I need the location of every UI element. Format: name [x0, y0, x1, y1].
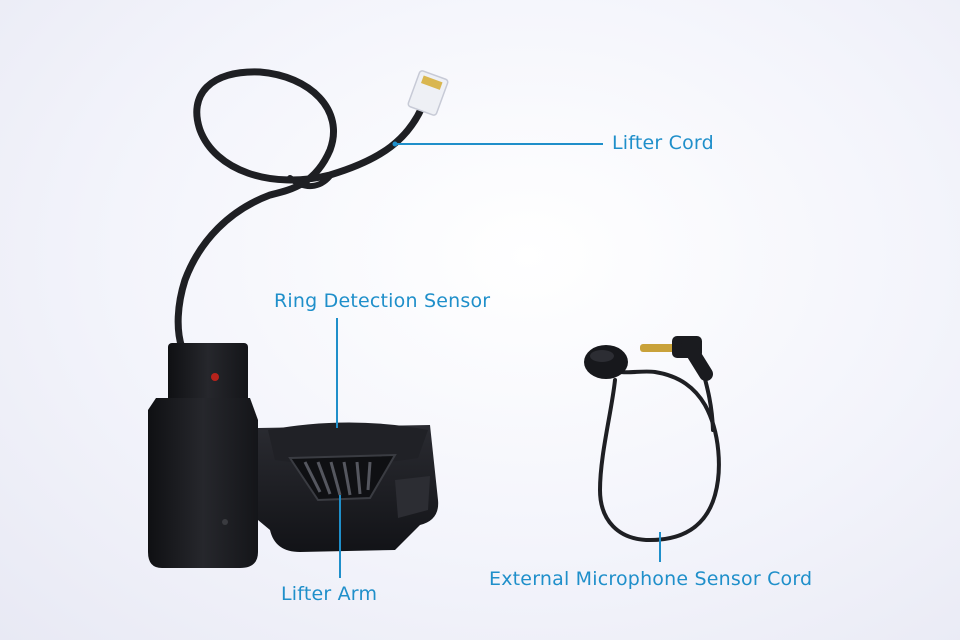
callout-lines [336, 141, 661, 578]
microphone-sensor-cord [597, 358, 721, 543]
lifter-body [148, 343, 258, 568]
lifter-cord [174, 68, 429, 352]
label-ring-detection-sensor: Ring Detection Sensor [274, 290, 491, 312]
label-lifter-arm: Lifter Arm [281, 583, 378, 605]
lifter-arm [258, 422, 439, 552]
label-external-microphone-sensor-cord: External Microphone Sensor Cord [489, 568, 813, 590]
microphone-sensor [584, 345, 628, 379]
label-lifter-cord: Lifter Cord [612, 132, 714, 154]
led-indicator [211, 373, 219, 381]
audio-jack [640, 336, 713, 381]
rj-connector [407, 70, 449, 116]
